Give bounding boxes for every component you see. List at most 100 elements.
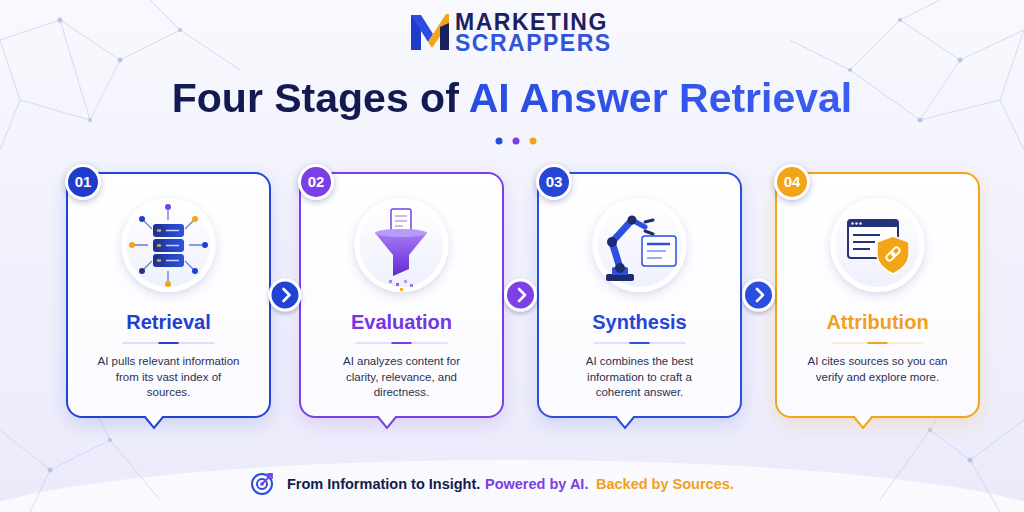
logo-stroke	[411, 15, 433, 42]
network-dot	[968, 458, 973, 463]
document	[391, 209, 411, 233]
arm-base	[612, 267, 628, 275]
diagram-title: Four Stages of AI Answer Retrieval	[172, 74, 852, 122]
funnel-rim	[375, 229, 427, 237]
network-dot	[848, 68, 852, 72]
document-lines	[395, 216, 407, 226]
step-number-badge: 04	[774, 164, 810, 200]
card-tail	[616, 417, 634, 428]
divider-dot	[530, 138, 537, 145]
particle	[389, 280, 392, 283]
icon-disc	[831, 198, 925, 292]
link-loop	[890, 246, 901, 257]
card-tail	[854, 417, 872, 428]
input-arrows	[134, 210, 202, 281]
divider-dot	[513, 138, 520, 145]
divider-line	[542, 140, 588, 142]
icon-disc-inner	[127, 203, 211, 287]
logo-stroke	[440, 23, 449, 50]
browser-window	[848, 220, 898, 258]
stage-connector	[270, 280, 300, 310]
icon-disc-inner	[360, 203, 444, 287]
server-disk	[153, 239, 184, 252]
heading-separators	[123, 343, 924, 344]
target-ring	[252, 474, 272, 494]
connector-line	[271, 294, 299, 296]
source-dot	[192, 216, 198, 222]
logo-mark	[411, 14, 449, 50]
network-dot	[958, 58, 963, 63]
tagline-text: Backed by Sources.	[596, 475, 734, 493]
title-row: Four Stages of AI Answer Retrieval	[0, 74, 1024, 122]
link-symbol	[885, 246, 901, 262]
tail-gap	[146, 415, 162, 418]
separator-accent	[630, 342, 650, 344]
arm-joint	[607, 237, 617, 247]
particle	[396, 283, 399, 286]
connector-line	[504, 294, 537, 296]
source-dot	[202, 242, 208, 248]
source-dot	[165, 204, 171, 210]
card-tails	[145, 415, 872, 428]
separator-line	[123, 343, 215, 344]
arm-joint	[628, 216, 637, 225]
network-dot	[918, 118, 923, 123]
arm-base	[606, 274, 634, 281]
stage-heading: Evaluation	[301, 310, 502, 334]
network-dot	[118, 58, 123, 63]
arm-segment	[632, 220, 645, 227]
server-disk	[153, 224, 184, 237]
disk-lights	[158, 231, 160, 261]
step-number: 02	[308, 174, 325, 190]
disk-lines	[166, 231, 179, 261]
step-number-badge: 02	[298, 164, 334, 200]
stage-connector	[742, 280, 775, 310]
target-arrow	[262, 474, 272, 484]
divider-dot	[496, 138, 503, 145]
particle	[404, 280, 407, 283]
citation-icon	[848, 220, 909, 274]
stage-card: SynthesisAI combines the best informatio…	[537, 172, 742, 418]
funnel	[375, 233, 427, 276]
icon-disc-inner	[598, 203, 682, 287]
footer-target-icon	[252, 474, 272, 494]
separator-accent	[159, 342, 179, 344]
separator-line	[832, 343, 924, 344]
panel-line	[647, 251, 666, 258]
icon-discs	[122, 198, 925, 292]
icon-disc	[593, 198, 687, 292]
link-loop	[885, 251, 896, 262]
source-dot	[139, 268, 145, 274]
stage-heading: Synthesis	[539, 310, 740, 334]
answer-panel	[642, 236, 676, 266]
shield	[877, 236, 909, 274]
connector-chevron	[757, 289, 763, 301]
icon-disc	[355, 198, 449, 292]
step-number-badge: 01	[65, 164, 101, 200]
network-dot	[58, 18, 63, 23]
stage-heading: Retrieval	[68, 310, 269, 334]
connector-chevron	[284, 289, 290, 301]
separator-accent	[868, 342, 888, 344]
title-divider	[444, 138, 588, 145]
card-tail	[378, 417, 396, 428]
network-dot	[928, 428, 932, 432]
browser-lines	[853, 235, 880, 249]
tail-gap	[855, 415, 871, 418]
source-dot	[139, 216, 145, 222]
browser-dot	[851, 222, 853, 224]
arm-joint	[615, 263, 625, 273]
separator-accent	[392, 342, 412, 344]
connector-circle	[270, 280, 300, 310]
footer-line	[752, 482, 880, 484]
step-number: 04	[784, 174, 801, 190]
connector-line	[742, 294, 775, 296]
card-tail	[145, 417, 163, 428]
logo-stroke	[411, 15, 421, 50]
database-icon	[129, 204, 208, 287]
stage-card: RetrievalAI pulls relevant information f…	[66, 172, 271, 418]
step-number: 03	[546, 174, 563, 190]
network-dot	[898, 18, 902, 22]
